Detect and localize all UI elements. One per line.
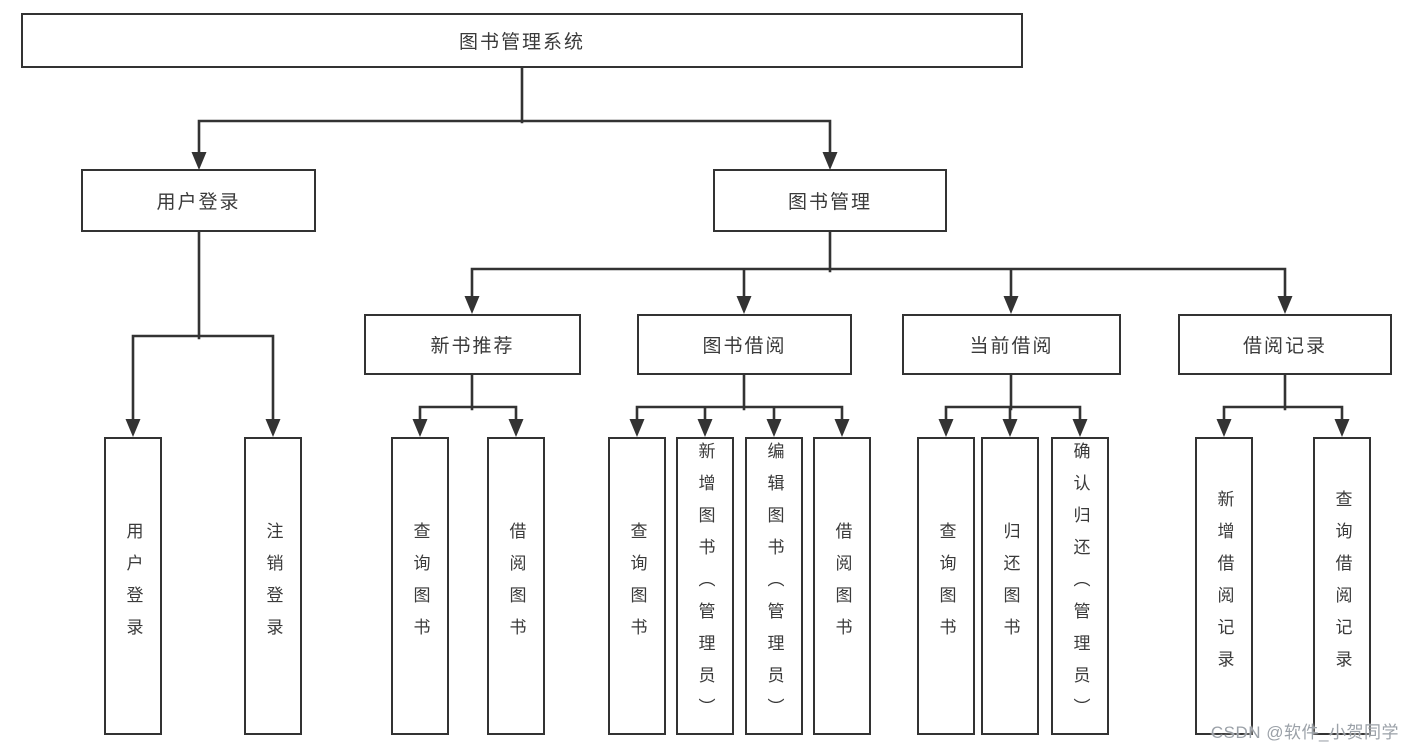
arrowhead: [464, 296, 480, 314]
leaf-return-book: 归还图书: [981, 437, 1039, 735]
leaf-user-login-label: 用户登录: [123, 522, 143, 650]
leaf-query-book-borrow-label: 查询图书: [627, 522, 647, 650]
node-book-borrow: 图书借阅: [637, 314, 852, 375]
node-user-login-label: 用户登录: [156, 192, 241, 213]
leaf-query-book-recommend: 查询图书: [391, 437, 449, 735]
arrowhead: [938, 419, 954, 437]
node-user-login: 用户登录: [81, 169, 316, 232]
arrowhead: [1003, 296, 1019, 314]
leaf-query-book-recommend-label: 查询图书: [410, 522, 430, 650]
leaf-logout: 注销登录: [244, 437, 302, 735]
leaf-user-login: 用户登录: [104, 437, 162, 735]
leaf-edit-book-admin: 编辑图书（管理员）: [745, 437, 803, 735]
node-book-management-label: 图书管理: [787, 192, 872, 213]
arrowhead: [508, 419, 524, 437]
arrowhead: [191, 152, 207, 170]
node-borrow-records: 借阅记录: [1178, 314, 1392, 375]
csdn-watermark: CSDN @软件_小贺同学: [1210, 723, 1399, 742]
leaf-confirm-return-admin: 确认归还（管理员）: [1051, 437, 1109, 735]
node-current-borrow: 当前借阅: [902, 314, 1121, 375]
arrowhead: [412, 419, 428, 437]
tree-edges: [131, 66, 1344, 422]
leaf-confirm-return-admin-label: 确认归还（管理员）: [1070, 442, 1090, 730]
leaf-add-borrow-record: 新增借阅记录: [1195, 437, 1253, 735]
leaf-query-book-current: 查询图书: [917, 437, 975, 735]
node-book-borrow-label: 图书借阅: [702, 336, 787, 357]
arrowhead: [1072, 419, 1088, 437]
node-root-label: 图书管理系统: [458, 32, 585, 53]
node-new-book-recommend-label: 新书推荐: [430, 336, 515, 357]
leaf-borrow-book-label: 借阅图书: [832, 522, 852, 650]
leaf-query-book-current-label: 查询图书: [936, 522, 956, 650]
arrowhead: [1277, 296, 1293, 314]
leaf-borrow-book: 借阅图书: [813, 437, 871, 735]
node-book-management: 图书管理: [713, 169, 947, 232]
arrowhead: [822, 152, 838, 170]
leaf-query-book-borrow: 查询图书: [608, 437, 666, 735]
arrowhead: [697, 419, 713, 437]
arrowhead: [766, 419, 782, 437]
arrowhead: [1334, 419, 1350, 437]
leaf-query-borrow-record-label: 查询借阅记录: [1332, 490, 1352, 682]
leaf-borrow-book-recommend: 借阅图书: [487, 437, 545, 735]
leaf-query-borrow-record: 查询借阅记录: [1313, 437, 1371, 735]
arrowhead: [125, 419, 141, 437]
arrowhead: [1002, 419, 1018, 437]
leaf-add-book-admin-label: 新增图书（管理员）: [695, 442, 715, 730]
node-borrow-records-label: 借阅记录: [1242, 336, 1327, 357]
arrowhead: [265, 419, 281, 437]
arrowhead: [736, 296, 752, 314]
leaf-logout-label: 注销登录: [263, 522, 283, 650]
arrowhead: [1216, 419, 1232, 437]
node-current-borrow-label: 当前借阅: [969, 336, 1054, 357]
leaf-add-borrow-record-label: 新增借阅记录: [1214, 490, 1234, 682]
leaf-edit-book-admin-label: 编辑图书（管理员）: [764, 442, 784, 730]
arrowhead: [834, 419, 850, 437]
leaf-add-book-admin: 新增图书（管理员）: [676, 437, 734, 735]
arrowhead: [629, 419, 645, 437]
arrowheads: [125, 152, 1350, 437]
node-root: 图书管理系统: [21, 13, 1023, 68]
leaf-borrow-book-recommend-label: 借阅图书: [506, 522, 526, 650]
node-new-book-recommend: 新书推荐: [364, 314, 581, 375]
leaf-return-book-label: 归还图书: [1000, 522, 1020, 650]
